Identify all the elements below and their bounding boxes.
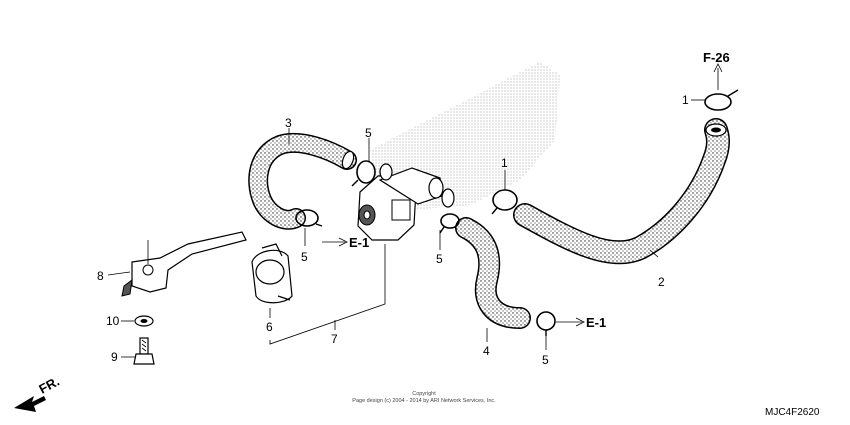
front-direction-arrow: FR. bbox=[14, 374, 62, 412]
bracket-8 bbox=[121, 231, 247, 297]
front-label: FR. bbox=[36, 374, 62, 397]
part-label-5-b: 5 bbox=[301, 250, 308, 264]
part-label-1-top: 1 bbox=[682, 93, 689, 107]
part-label-7: 7 bbox=[331, 332, 338, 346]
part-label-5-a: 5 bbox=[365, 126, 372, 140]
part-label-5-c: 5 bbox=[436, 252, 443, 266]
copyright-line-1: Copyright bbox=[412, 391, 436, 397]
part-label-1-middle: 1 bbox=[501, 156, 508, 170]
clamp-band-6 bbox=[251, 243, 293, 304]
diagram-code: MJC4F2620 bbox=[765, 407, 820, 418]
ref-f26[interactable]: F-26 bbox=[703, 50, 730, 65]
copyright-line-2: Page design (c) 2004 - 2014 by ARI Netwo… bbox=[352, 398, 496, 404]
part-label-2: 2 bbox=[658, 275, 665, 289]
part-label-8: 8 bbox=[97, 269, 104, 283]
clamp-5-d bbox=[536, 311, 556, 336]
clamp-1-top bbox=[704, 89, 739, 111]
ref-e1-left[interactable]: E-1 bbox=[349, 235, 369, 250]
hose-3 bbox=[248, 132, 357, 230]
reference-labels: F-26 E-1 E-1 bbox=[349, 50, 730, 330]
washer-10 bbox=[134, 315, 154, 327]
part-label-9: 9 bbox=[111, 350, 118, 364]
bolt-9 bbox=[133, 337, 155, 365]
part-label-5-d: 5 bbox=[542, 353, 549, 367]
part-label-3: 3 bbox=[285, 116, 292, 130]
clamp-1-middle bbox=[491, 189, 518, 215]
clamp-5-a bbox=[351, 160, 376, 187]
hose-4 bbox=[455, 217, 531, 329]
hose-2 bbox=[513, 118, 730, 265]
part-number-labels: 1 1 2 3 4 5 5 5 5 6 7 8 9 10 bbox=[97, 93, 689, 367]
clamp-5-b bbox=[295, 209, 323, 227]
leader-lines bbox=[107, 63, 723, 358]
ref-e1-right[interactable]: E-1 bbox=[586, 315, 606, 330]
part-label-10: 10 bbox=[106, 314, 120, 328]
part-label-4: 4 bbox=[483, 344, 490, 358]
air-injection-valve bbox=[357, 163, 455, 241]
clamp-5-c bbox=[439, 213, 460, 234]
part-label-6: 6 bbox=[266, 320, 273, 334]
